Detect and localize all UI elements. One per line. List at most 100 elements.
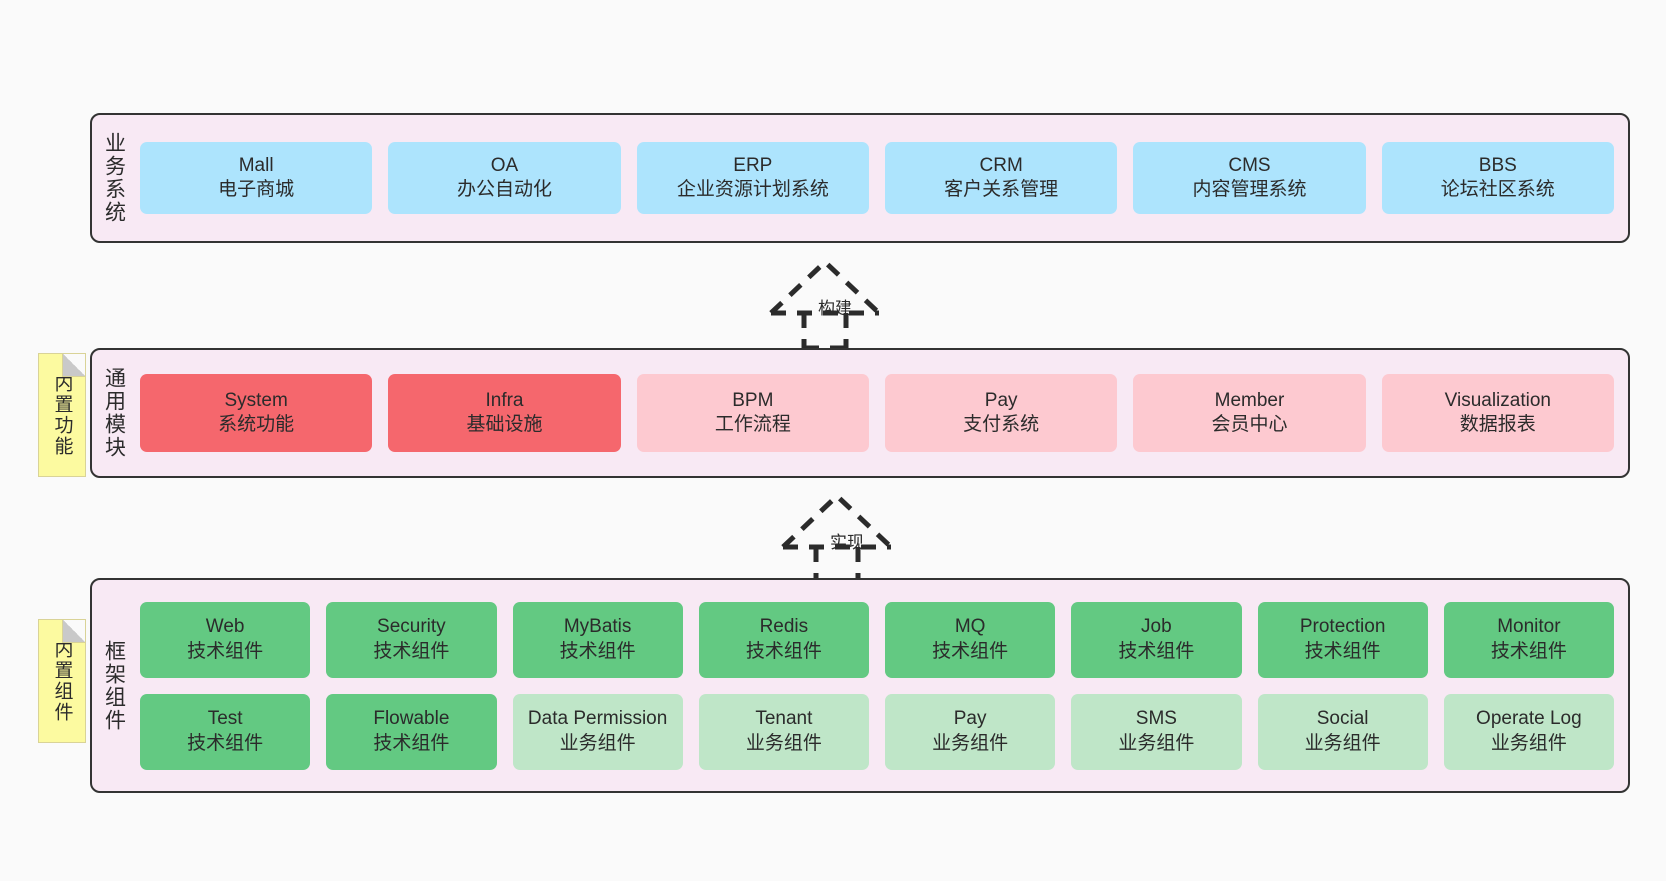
card-subtitle: 内容管理系统 [1192, 179, 1307, 200]
card-subtitle: 业务组件 [1304, 732, 1381, 754]
layer-title-modules: 通用模块 [102, 367, 126, 459]
layer-business-systems: 业务系统 Mall 电子商城 OA 办公自动化 ERP 企业资源计划系统 CRM… [90, 113, 1630, 243]
card-bpm[interactable]: BPM 工作流程 [636, 374, 869, 452]
card-data-permission[interactable]: Data Permission 业务组件 [512, 693, 683, 770]
layer-title-business: 业务系统 [102, 132, 126, 224]
card-system[interactable]: System 系统功能 [140, 374, 373, 452]
card-title: Security [377, 616, 446, 638]
card-title: Job [1141, 616, 1172, 638]
card-subtitle: 技术组件 [187, 732, 264, 754]
card-title: Infra [485, 389, 524, 411]
arrow-implement: 实现 [770, 490, 930, 585]
card-erp[interactable]: ERP 企业资源计划系统 [636, 142, 869, 214]
card-protection[interactable]: Protection 技术组件 [1257, 601, 1428, 678]
card-social[interactable]: Social 业务组件 [1257, 693, 1428, 770]
card-title: Monitor [1497, 616, 1561, 638]
card-mybatis[interactable]: MyBatis 技术组件 [512, 601, 683, 678]
card-subtitle: 企业资源计划系统 [676, 179, 829, 200]
card-pay-module[interactable]: Pay 支付系统 [884, 374, 1118, 452]
card-subtitle: 业务组件 [559, 732, 636, 754]
card-title: Member [1214, 389, 1285, 411]
note-built-in-components: 内置组件 [38, 619, 86, 743]
card-subtitle: 电子商城 [218, 179, 295, 200]
card-title: SMS [1135, 708, 1177, 730]
card-row: Web 技术组件 Security 技术组件 MyBatis 技术组件 Redi… [140, 601, 1614, 678]
card-title: Operate Log [1476, 708, 1582, 730]
card-cms[interactable]: CMS 内容管理系统 [1133, 142, 1366, 214]
card-subtitle: 技术组件 [187, 640, 264, 662]
note-label: 内置功能 [51, 373, 73, 457]
card-mq[interactable]: MQ 技术组件 [885, 601, 1056, 678]
card-mall[interactable]: Mall 电子商城 [140, 142, 373, 214]
card-visualization[interactable]: Visualization 数据报表 [1381, 374, 1614, 452]
card-redis[interactable]: Redis 技术组件 [698, 601, 869, 678]
card-title: Pay [984, 389, 1018, 411]
card-subtitle: 技术组件 [1304, 640, 1381, 662]
card-title: Flowable [373, 708, 450, 730]
card-title: Social [1316, 708, 1369, 730]
card-member[interactable]: Member 会员中心 [1133, 374, 1366, 452]
card-tenant[interactable]: Tenant 业务组件 [698, 693, 869, 770]
card-subtitle: 基础设施 [466, 414, 543, 435]
card-subtitle: 业务组件 [1118, 732, 1195, 754]
card-title: MyBatis [563, 616, 632, 638]
card-title: System [224, 389, 288, 411]
card-crm[interactable]: CRM 客户关系管理 [884, 142, 1118, 214]
layer-framework-components: 框架组件 Web 技术组件 Security 技术组件 MyBatis 技术组件… [90, 578, 1630, 793]
card-oa[interactable]: OA 办公自动化 [388, 142, 621, 214]
card-security[interactable]: Security 技术组件 [326, 601, 497, 678]
card-title: Protection [1299, 616, 1386, 638]
card-flowable[interactable]: Flowable 技术组件 [326, 693, 497, 770]
card-subtitle: 支付系统 [963, 414, 1040, 435]
card-subtitle: 论坛社区系统 [1440, 179, 1555, 200]
card-pay-component[interactable]: Pay 业务组件 [885, 693, 1056, 770]
card-title: Pay [953, 708, 987, 730]
card-title: Web [205, 616, 245, 638]
card-infra[interactable]: Infra 基础设施 [388, 374, 621, 452]
arrow-build: 构建 [758, 256, 918, 351]
card-subtitle: 办公自动化 [456, 179, 552, 200]
card-title: BPM [732, 389, 774, 411]
arrow-label-implement: 实现 [830, 533, 864, 552]
card-title: BBS [1478, 154, 1517, 176]
card-title: CMS [1228, 154, 1271, 176]
card-subtitle: 客户关系管理 [944, 179, 1059, 200]
card-title: Visualization [1444, 389, 1551, 411]
card-bbs[interactable]: BBS 论坛社区系统 [1381, 142, 1614, 214]
card-subtitle: 业务组件 [1490, 732, 1567, 754]
card-title: Data Permission [527, 708, 668, 730]
card-subtitle: 业务组件 [745, 732, 822, 754]
note-built-in-functions: 内置功能 [38, 353, 86, 477]
card-test[interactable]: Test 技术组件 [140, 693, 311, 770]
layer-body-framework: Web 技术组件 Security 技术组件 MyBatis 技术组件 Redi… [136, 580, 1628, 791]
card-subtitle: 系统功能 [218, 414, 295, 435]
card-subtitle: 数据报表 [1459, 414, 1536, 435]
card-subtitle: 技术组件 [373, 732, 450, 754]
card-monitor[interactable]: Monitor 技术组件 [1443, 601, 1614, 678]
layer-body-modules: System 系统功能 Infra 基础设施 BPM 工作流程 Pay 支付系统… [136, 350, 1628, 476]
layer-common-modules: 通用模块 System 系统功能 Infra 基础设施 BPM 工作流程 Pay… [90, 348, 1630, 478]
card-title: OA [490, 154, 519, 176]
layer-body-business: Mall 电子商城 OA 办公自动化 ERP 企业资源计划系统 CRM 客户关系… [136, 115, 1628, 241]
note-label: 内置组件 [51, 639, 73, 723]
card-title: Test [207, 708, 243, 730]
card-title: MQ [954, 616, 986, 638]
card-subtitle: 工作流程 [714, 414, 791, 435]
card-title: CRM [979, 154, 1023, 176]
card-job[interactable]: Job 技术组件 [1071, 601, 1242, 678]
card-title: Mall [238, 154, 274, 176]
card-row: Mall 电子商城 OA 办公自动化 ERP 企业资源计划系统 CRM 客户关系… [140, 142, 1614, 214]
card-subtitle: 技术组件 [1490, 640, 1567, 662]
arrow-label-build: 构建 [818, 299, 852, 318]
card-sms[interactable]: SMS 业务组件 [1071, 693, 1242, 770]
card-title: ERP [733, 154, 773, 176]
layer-title-framework: 框架组件 [102, 639, 126, 732]
card-subtitle: 技术组件 [932, 640, 1009, 662]
card-subtitle: 会员中心 [1211, 414, 1288, 435]
card-operate-log[interactable]: Operate Log 业务组件 [1443, 693, 1614, 770]
card-subtitle: 技术组件 [1118, 640, 1195, 662]
card-web[interactable]: Web 技术组件 [140, 601, 311, 678]
card-row: Test 技术组件 Flowable 技术组件 Data Permission … [140, 693, 1614, 770]
card-title: Tenant [755, 708, 813, 730]
